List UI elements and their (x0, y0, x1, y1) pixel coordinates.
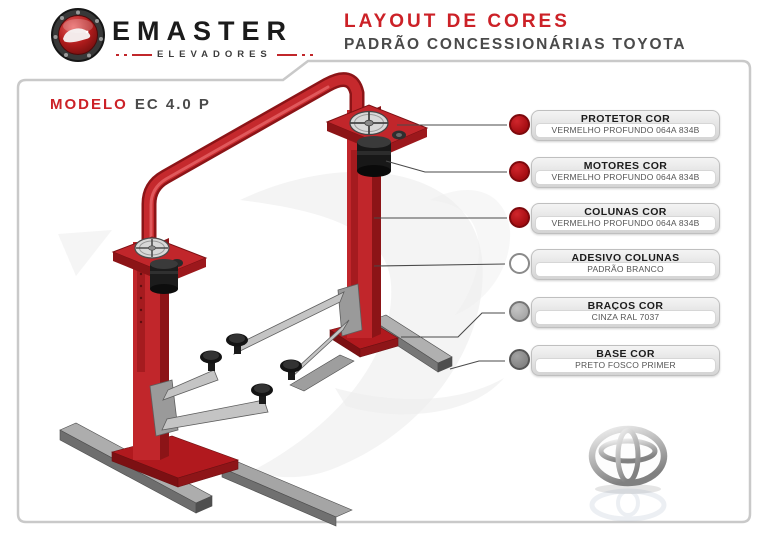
callout-protetor: PROTETOR COR VERMELHO PROFUNDO 064A 834B (509, 110, 720, 141)
callout-pill: BRAÇOS COR CINZA RAL 7037 (531, 297, 720, 328)
callout-spec: VERMELHO PROFUNDO 064A 834B (535, 123, 716, 138)
callout-spec: VERMELHO PROFUNDO 064A 834B (535, 216, 716, 231)
callout-adesivo: ADESIVO COLUNAS PADRÃO BRANCO (509, 249, 720, 280)
tagline-tick (132, 53, 152, 56)
callout-spec: CINZA RAL 7037 (535, 310, 716, 325)
protector-arch (141, 72, 365, 260)
tagline-tick (124, 53, 127, 56)
tagline-tick (116, 53, 119, 56)
callout-motores: MOTORES COR VERMELHO PROFUNDO 064A 834B (509, 157, 720, 188)
model-value: EC 4.0 P (134, 96, 211, 113)
brand-tagline-row: ELEVADORES (116, 49, 313, 60)
callout-pill: BASE COR PRETO FOSCO PRIMER (531, 345, 720, 376)
callout-title: BASE COR (596, 348, 655, 360)
callout-pill: ADESIVO COLUNAS PADRÃO BRANCO (531, 249, 720, 280)
callout-spec: PADRÃO BRANCO (535, 262, 716, 277)
color-dot-base (509, 349, 530, 370)
mouse-silhouette-icon (63, 28, 91, 43)
callout-leader-lines (373, 124, 507, 370)
toyota-emblem-reflection (589, 488, 667, 522)
callout-pill: PROTETOR COR VERMELHO PROFUNDO 064A 834B (531, 110, 720, 141)
model-label-word: MODELO (50, 96, 128, 113)
tagline-tick (309, 53, 313, 56)
sheet-title-block: LAYOUT DE CORES PADRÃO CONCESSIONÁRIAS T… (344, 11, 754, 54)
color-dot-bracos (509, 301, 530, 322)
callout-title: COLUNAS COR (584, 206, 667, 218)
left-motor-assembly (111, 236, 208, 294)
tagline-tick (301, 53, 305, 56)
callout-spec: VERMELHO PROFUNDO 064A 834B (535, 170, 716, 185)
emaster-emblem-icon (51, 8, 105, 62)
callout-title: BRAÇOS COR (587, 300, 664, 312)
callout-pill: MOTORES COR VERMELHO PROFUNDO 064A 834B (531, 157, 720, 188)
right-motor-assembly (325, 104, 429, 177)
callout-bracos: BRAÇOS COR CINZA RAL 7037 (509, 297, 720, 328)
model-label: MODELO EC 4.0 P (50, 96, 211, 113)
brand-tagline: ELEVADORES (157, 49, 272, 60)
callout-pill: COLUNAS COR VERMELHO PROFUNDO 064A 834B (531, 203, 720, 234)
callout-spec: PRETO FOSCO PRIMER (535, 358, 716, 373)
brand-name: EMASTER (112, 16, 294, 46)
callout-base: BASE COR PRETO FOSCO PRIMER (509, 345, 720, 376)
callout-title: PROTETOR COR (580, 113, 671, 125)
background-watermark (58, 171, 511, 478)
sheet-subtitle: PADRÃO CONCESSIONÁRIAS TOYOTA (344, 36, 687, 53)
right-motor (357, 142, 391, 171)
left-motor (150, 264, 178, 289)
callout-colunas: COLUNAS COR VERMELHO PROFUNDO 064A 834B (509, 203, 720, 234)
rubber-pads (200, 333, 302, 404)
swing-arms (149, 283, 363, 437)
brand-logo: EMASTER ELEVADORES (50, 7, 350, 65)
toyota-emblem (588, 425, 668, 522)
callout-title: MOTORES COR (583, 160, 668, 172)
color-dot-colunas (509, 207, 530, 228)
callout-title: ADESIVO COLUNAS (571, 252, 680, 264)
tagline-tick (276, 53, 297, 56)
color-dot-motores (509, 161, 530, 182)
color-dot-adesivo (509, 253, 530, 274)
sheet-title: LAYOUT DE CORES (344, 11, 570, 32)
color-dot-protetor (509, 114, 530, 135)
